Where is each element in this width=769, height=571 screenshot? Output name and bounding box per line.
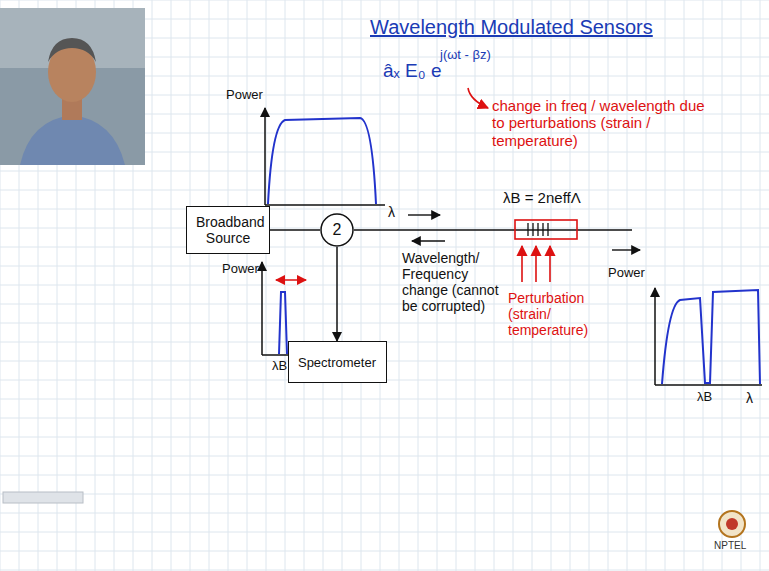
toolbar (3, 492, 83, 503)
axis-label: Power (222, 262, 259, 277)
node-text: Spectrometer (298, 355, 376, 370)
source-spectrum (265, 108, 385, 205)
circulator-circle: 2 (320, 213, 354, 247)
fiber-bragg-grating (515, 220, 577, 239)
axis-label: λ (746, 390, 753, 406)
slide-title: Wavelength Modulated Sensors (370, 16, 653, 39)
nptel-logo (719, 511, 745, 537)
perturbation-arrows (522, 246, 550, 282)
logo-text: NPTEL (714, 540, 746, 552)
forward-arrow (408, 214, 440, 215)
red-note: Perturbation (strain/ temperature) (508, 290, 603, 338)
node-text: 2 (333, 221, 342, 239)
source-box: Broadband Source (186, 206, 270, 254)
axis-label: Power (226, 88, 263, 103)
webcam-inset (0, 8, 145, 165)
transmitted-arrow (612, 249, 640, 250)
field-equation: âₓ E₀ e (383, 60, 441, 82)
bragg-equation: λB = 2neffΛ (503, 189, 581, 206)
spectrometer-box: Spectrometer (288, 341, 387, 383)
reflected-arrow (412, 240, 445, 241)
axis-label: λ (388, 204, 395, 220)
callout-arrow (468, 88, 488, 108)
connector (336, 247, 338, 341)
axis-label: λB (697, 390, 712, 405)
axis-label: Power (608, 266, 645, 281)
optical-fiber (354, 229, 632, 231)
axis-label: λB (272, 359, 287, 374)
field-exponent: j(ωt - βz) (440, 48, 491, 63)
red-note: change in freq / wavelength due to pertu… (492, 97, 707, 149)
node-text: Broadband Source (196, 214, 260, 246)
transmitted-spectrum (655, 288, 762, 385)
note: Wavelength/ Frequency change (cannot be … (402, 250, 502, 314)
connector (270, 229, 320, 231)
